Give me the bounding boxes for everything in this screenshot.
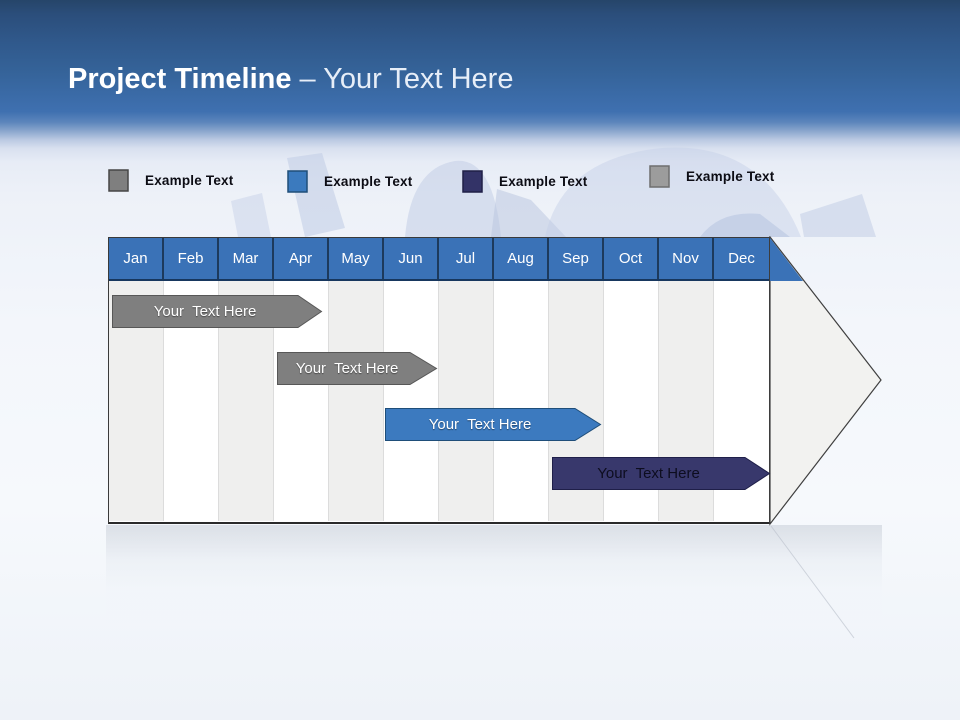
gantt-bar-arrow-shape	[385, 408, 602, 441]
legend-swatch-navy	[462, 170, 483, 193]
month-cell-aug: Aug	[494, 238, 549, 279]
gantt-bar-arrow-shape	[552, 457, 771, 490]
month-column	[384, 281, 439, 521]
month-cell-sep: Sep	[549, 238, 604, 279]
month-cell-mar: Mar	[219, 238, 274, 279]
month-cell-dec: Dec	[728, 250, 755, 267]
gantt-bar-label: Your Text Here	[428, 416, 532, 433]
legend-item-2: Example Text	[287, 170, 412, 193]
month-column	[439, 281, 494, 521]
legend-item-4: Example Text	[649, 165, 774, 188]
gantt-bar-label: Your Text Here	[153, 303, 257, 320]
legend-swatch-gray	[108, 169, 129, 192]
gantt-bar-2: Your Text Here	[277, 352, 438, 385]
legend-swatch-lightgray	[649, 165, 670, 188]
month-cell-nov: Nov	[659, 238, 714, 279]
timeline-arrow-head	[769, 236, 882, 526]
legend-label: Example Text	[324, 174, 413, 189]
legend-item-1: Example Text	[108, 169, 233, 192]
legend-label: Example Text	[499, 174, 588, 189]
month-cell-may: May	[329, 238, 384, 279]
title-main: Project Timeline	[68, 63, 292, 95]
title-subtitle: – Your Text Here	[291, 63, 514, 95]
month-cell-feb: Feb	[164, 238, 219, 279]
legend-label: Example Text	[686, 169, 775, 184]
month-cell-jun: Jun	[384, 238, 439, 279]
month-column	[494, 281, 549, 521]
gantt-bar-arrow-shape	[277, 352, 438, 385]
table-reflection	[106, 525, 882, 625]
month-column	[329, 281, 384, 521]
legend-swatch-blue	[287, 170, 308, 193]
month-header-row: Jan Feb Mar Apr May Jun Jul Aug Sep Oct …	[109, 238, 769, 281]
month-cell-oct: Oct	[604, 238, 659, 279]
month-cell-apr: Apr	[274, 238, 329, 279]
gantt-bar-1: Your Text Here	[112, 295, 323, 328]
page-title: Project Timeline – Your Text Here	[68, 60, 513, 98]
legend-item-3: Example Text	[462, 170, 587, 193]
month-cell-jul: Jul	[439, 238, 494, 279]
gantt-bar-label: Your Text Here	[597, 465, 700, 482]
gantt-bar-arrow-shape	[112, 295, 323, 328]
legend-label: Example Text	[145, 173, 234, 188]
gantt-bar-4: Your Text Here	[552, 457, 771, 490]
month-cell-jan: Jan	[109, 238, 164, 279]
gantt-bar-label: Your Text Here	[295, 360, 399, 377]
gantt-bar-3: Your Text Here	[385, 408, 602, 441]
